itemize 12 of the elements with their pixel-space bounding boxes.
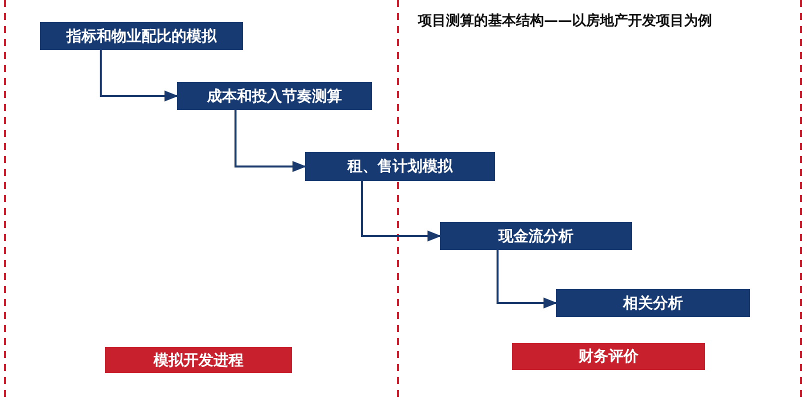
arrow xyxy=(234,110,306,172)
process-box: 财务评价 xyxy=(512,343,705,370)
title: 项目测算的基本结构——以房地产开发项目为例 xyxy=(418,12,712,30)
process-box: 相关分析 xyxy=(556,289,750,317)
process-box: 指标和物业配比的模拟 xyxy=(40,22,243,50)
process-box: 模拟开发进程 xyxy=(105,347,292,373)
arrow xyxy=(496,250,558,309)
process-box: 现金流分析 xyxy=(440,222,632,250)
process-box: 租、售计划模拟 xyxy=(305,152,495,181)
process-box: 成本和投入节奏测算 xyxy=(177,82,372,110)
arrow xyxy=(361,181,442,242)
arrow xyxy=(100,50,178,102)
